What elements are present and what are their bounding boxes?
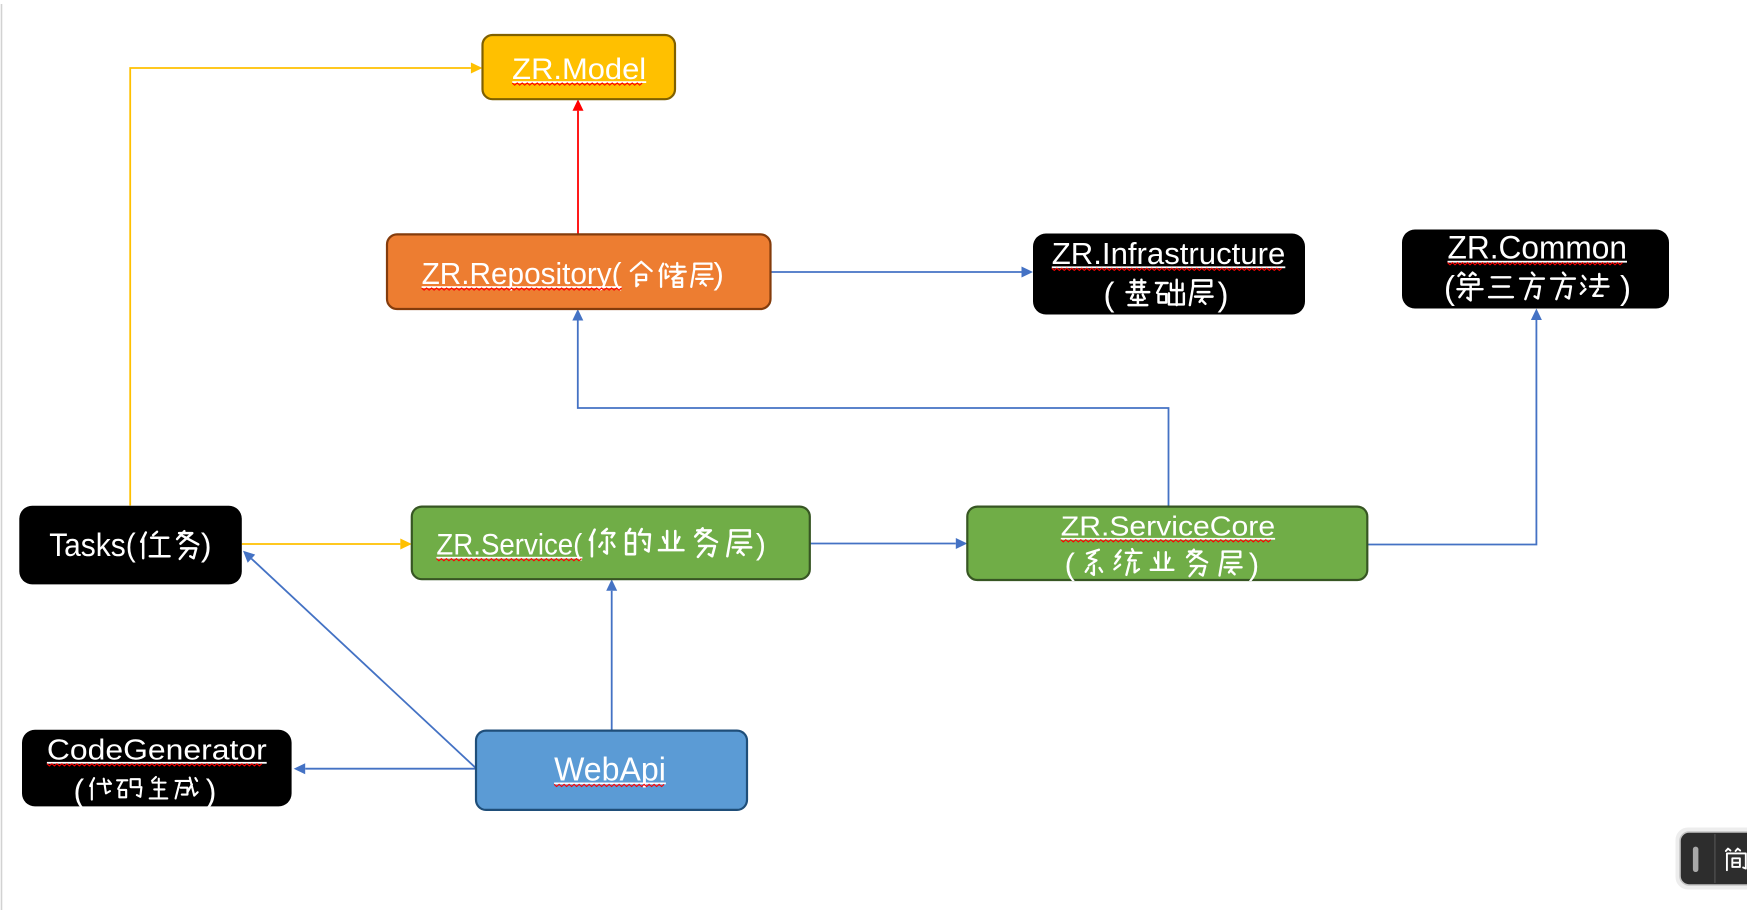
svg-text:ZR.Model: ZR.Model: [512, 53, 646, 86]
svg-text:Tasks(: Tasks(: [49, 527, 136, 563]
svg-text:): ): [1249, 547, 1259, 582]
svg-text:(: (: [1104, 276, 1115, 313]
svg-text:(: (: [1444, 269, 1455, 306]
svg-text:CodeGenerator: CodeGenerator: [47, 735, 267, 767]
svg-text:): ): [1620, 269, 1631, 306]
svg-text:): ): [201, 527, 212, 563]
svg-text:(: (: [1065, 547, 1076, 582]
svg-text:ZR.Common: ZR.Common: [1448, 230, 1628, 266]
svg-text:(: (: [74, 773, 85, 809]
svg-text:): ): [756, 529, 766, 562]
svg-text:): ): [1218, 276, 1229, 313]
svg-text:ZR.Repository(: ZR.Repository(: [422, 256, 623, 291]
svg-text:WebApi: WebApi: [554, 750, 666, 787]
svg-text:ZR.Service(: ZR.Service(: [436, 529, 582, 562]
svg-text:ZR.Infrastructure: ZR.Infrastructure: [1052, 236, 1286, 271]
svg-text:): ): [714, 256, 724, 291]
svg-text:ZR.ServiceCore: ZR.ServiceCore: [1061, 511, 1275, 542]
svg-text:): ): [206, 773, 217, 809]
